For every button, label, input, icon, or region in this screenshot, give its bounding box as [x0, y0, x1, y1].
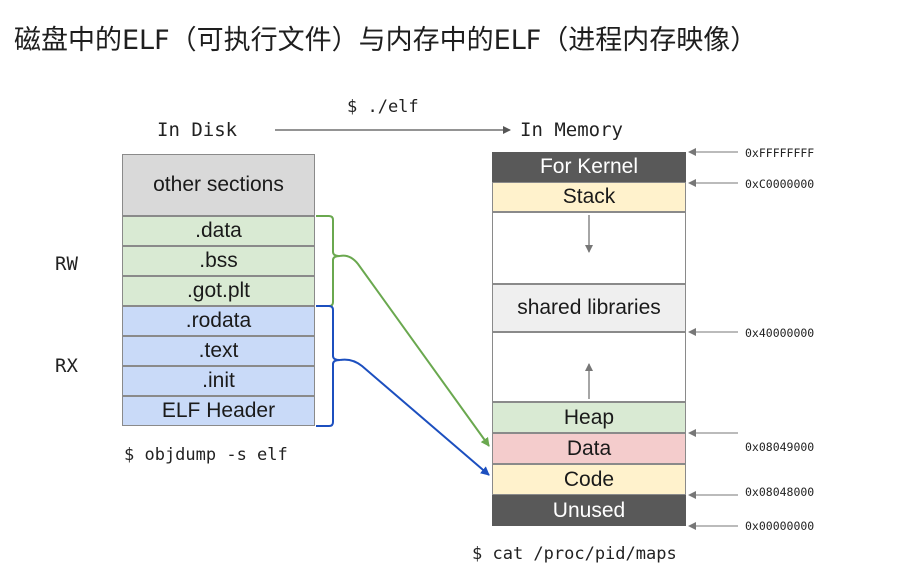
objdump-command: $ objdump -s elf	[124, 445, 288, 465]
disk-label: In Disk	[157, 119, 238, 141]
region-shared-libraries: shared libraries	[492, 284, 686, 332]
maps-command: $ cat /proc/pid/maps	[472, 544, 677, 564]
rw-label: RW	[55, 253, 78, 275]
section-text: .text	[122, 336, 315, 366]
region-unused: Unused	[492, 495, 686, 526]
address-label: 0x08048000	[745, 485, 815, 499]
region-kernel: For Kernel	[492, 152, 686, 182]
memory-label: In Memory	[520, 119, 623, 141]
address-label: 0xFFFFFFFF	[745, 146, 815, 160]
rw-brace	[316, 215, 341, 307]
region-stack: Stack	[492, 182, 686, 212]
address-label: 0x00000000	[745, 519, 815, 533]
section-elf-header: ELF Header	[122, 396, 315, 426]
address-label: 0x08049000	[745, 440, 815, 454]
address-label: 0x40000000	[745, 326, 815, 340]
section-data: .data	[122, 216, 315, 246]
rx-mapping-arrow	[339, 358, 490, 476]
section-init: .init	[122, 366, 315, 396]
address-label: 0xC0000000	[745, 177, 815, 191]
page-title: 磁盘中的ELF（可执行文件）与内存中的ELF（进程内存映像）	[14, 25, 758, 56]
rx-brace	[316, 305, 341, 427]
region-code: Code	[492, 464, 686, 495]
section-bss: .bss	[122, 246, 315, 276]
section-rodata: .rodata	[122, 306, 315, 336]
region-heap: Heap	[492, 402, 686, 433]
other-sections: other sections	[122, 154, 315, 216]
region-data: Data	[492, 433, 686, 464]
run-command: $ ./elf	[347, 97, 419, 117]
rw-mapping-arrow	[339, 254, 490, 447]
section-got-plt: .got.plt	[122, 276, 315, 306]
rx-label: RX	[55, 355, 78, 377]
